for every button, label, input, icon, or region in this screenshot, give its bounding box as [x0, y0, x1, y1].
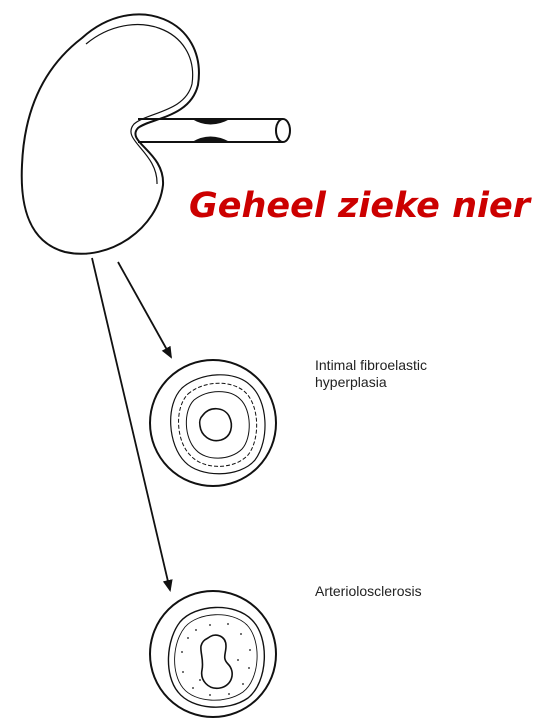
label-intimal-line2: hyperplasia [315, 374, 427, 391]
stenosis-upper [192, 119, 230, 125]
diagram-title: Geheel zieke nier [189, 186, 530, 226]
cross-section-arteriolosclerosis [150, 591, 276, 717]
cross-section-intimal [150, 360, 276, 486]
renal-artery [138, 119, 290, 142]
label-arteriolosclerosis: Arteriolosclerosis [315, 583, 422, 600]
label-intimal-line1: Intimal fibroelastic [315, 357, 427, 374]
lumen-intimal [200, 409, 232, 441]
stenosis-lower [192, 137, 230, 143]
kidney-outline [22, 14, 199, 253]
label-intimal-fibroelastic-hyperplasia: Intimal fibroelastic hyperplasia [315, 357, 427, 391]
arrow-to-intimal [118, 262, 171, 357]
